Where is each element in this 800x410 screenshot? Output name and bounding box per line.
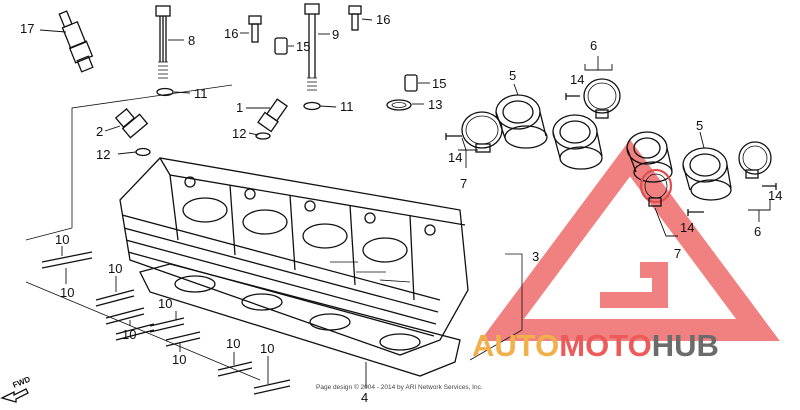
cap-nut-16 [240,5,373,43]
callout-7b: 7 [674,246,681,261]
callout-10d: 10 [122,327,136,342]
watermark-logo [480,139,780,341]
carb-insulator-left [495,83,548,149]
callout-11a: 11 [194,86,208,101]
callout-labels: 17 8 11 16 15 9 16 11 15 13 1 12 2 12 3 … [11,12,782,405]
callout-6b: 6 [754,224,761,239]
callout-16a: 16 [224,26,238,41]
watermark-word-auto: AUTO [472,328,559,363]
callout-2: 2 [96,124,103,139]
head-gasket [139,263,461,388]
callout-12a: 12 [232,126,246,141]
hose-band-left [461,111,503,153]
hose-band-right [738,141,772,222]
watermark-wordmark: AUTOMOTOHUB [472,328,719,363]
callout-10e: 10 [158,296,172,311]
callout-14c: 14 [680,220,694,235]
callout-14b: 14 [570,72,584,87]
callout-6a: 6 [590,38,597,53]
carb-insulator-right2 [682,131,732,201]
callout-10b: 10 [60,285,74,300]
fwd-label: FWD [11,375,31,390]
callout-13: 13 [428,97,442,112]
callout-10h: 10 [260,341,274,356]
callout-4: 4 [361,390,368,405]
callout-7a: 7 [460,176,467,191]
copyright-text: Page design © 2004 - 2014 by ARI Network… [316,383,483,391]
assembly-boundary [25,84,523,381]
callout-10c: 10 [108,261,122,276]
watermark-word-moto: MOTO [559,328,651,363]
carb-insulator-mid [552,114,603,170]
callout-9: 9 [332,27,339,42]
callout-11b: 11 [340,99,354,114]
forward-arrow-icon [0,388,29,403]
callout-1: 1 [236,100,243,115]
callout-10a: 10 [55,232,69,247]
band-screws-14 [445,93,777,216]
callout-14d: 14 [768,188,782,203]
water-fitting-2 [104,107,151,157]
callout-8: 8 [188,33,195,48]
callout-3: 3 [532,249,539,264]
callout-15b: 15 [432,76,446,91]
water-fitting-1 [246,98,288,140]
hose-band-top [583,56,621,119]
callout-5a: 5 [509,68,516,83]
stud-bolt-8 [155,5,191,97]
callout-17: 17 [20,21,34,36]
carb-insulator-right1 [626,131,673,183]
cylinder-head [119,157,469,356]
callout-16b: 16 [376,12,390,27]
watermark-word-hub: HUB [652,328,719,363]
o-ring-13 [386,99,424,111]
callout-12b: 12 [96,147,110,162]
cylinder-studs-10 [41,246,291,395]
stud-bolt-9 [303,3,337,111]
callout-10f: 10 [172,352,186,367]
callout-14a: 14 [448,150,462,165]
spark-plug [39,10,94,73]
callout-10g: 10 [226,336,240,351]
dowel-pin-15 [274,37,430,92]
hose-band-highlighted [639,168,678,237]
callout-15a: 15 [296,39,310,54]
callout-5b: 5 [696,118,703,133]
